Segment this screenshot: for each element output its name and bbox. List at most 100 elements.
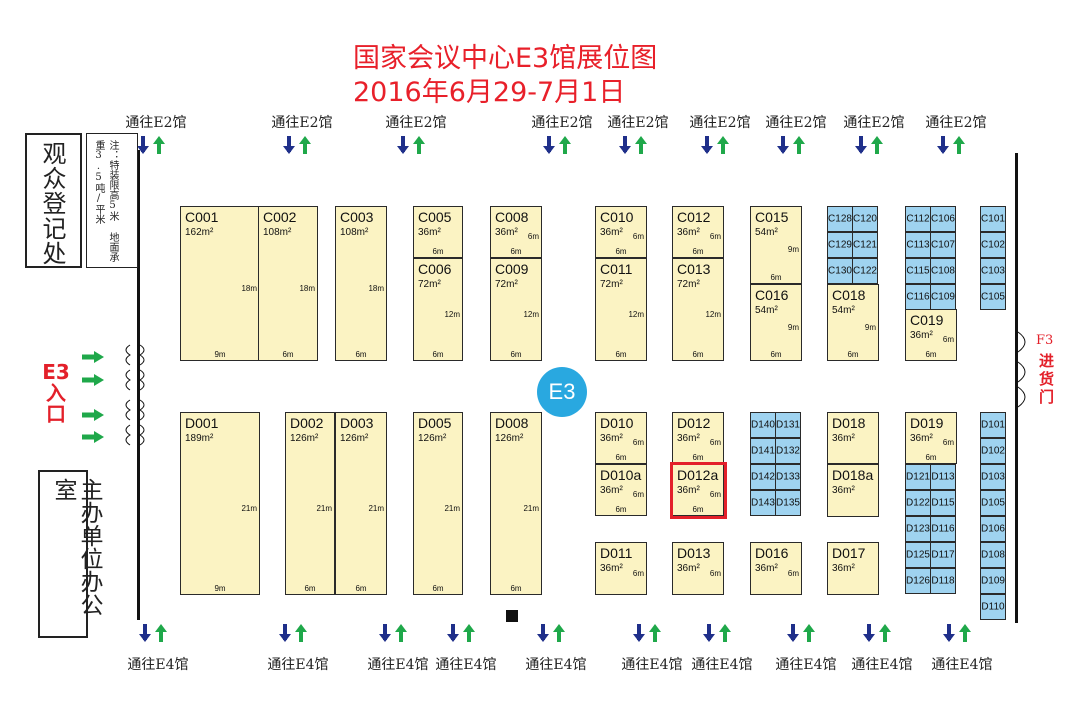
booth-d142[interactable]: D142: [750, 464, 776, 490]
booth-c109[interactable]: C109: [930, 284, 956, 310]
booth-d118[interactable]: D118: [930, 568, 956, 594]
visitor-registration-box: 观众登记处: [25, 133, 82, 268]
booth-code: D008: [495, 415, 529, 431]
booth-d116[interactable]: D116: [930, 516, 956, 542]
booth-d101[interactable]: D101: [980, 412, 1006, 438]
booth-d105[interactable]: D105: [980, 490, 1006, 516]
booth-d132[interactable]: D132: [775, 438, 801, 464]
booth-d143[interactable]: D143: [750, 490, 776, 516]
booth-d121[interactable]: D121: [905, 464, 931, 490]
booth-d133[interactable]: D133: [775, 464, 801, 490]
booth-c112[interactable]: C112: [905, 206, 931, 232]
booth-depth: 18m: [299, 283, 315, 293]
booth-c103[interactable]: C103: [980, 258, 1006, 284]
booth-d115[interactable]: D115: [930, 490, 956, 516]
organizer-office-box: 主办单位办公室: [38, 470, 102, 638]
booth-code: C008: [495, 209, 529, 225]
booth-c107[interactable]: C107: [930, 232, 956, 258]
booth-c105[interactable]: C105: [980, 284, 1006, 310]
booth-d125[interactable]: D125: [905, 542, 931, 568]
booth-c130[interactable]: C130: [827, 258, 853, 284]
booth-area: 54m²: [755, 305, 778, 316]
booth-width: 6m: [282, 350, 294, 359]
booth-d122[interactable]: D122: [905, 490, 931, 516]
gate-to-e2: 通往E2馆: [110, 112, 202, 164]
booth-d102[interactable]: D102: [980, 438, 1006, 464]
booth-width: 6m: [692, 350, 704, 359]
booth-d106[interactable]: D106: [980, 516, 1006, 542]
booth-c115[interactable]: C115: [905, 258, 931, 284]
booth-depth: 12m: [628, 309, 644, 319]
booth-c113[interactable]: C113: [905, 232, 931, 258]
booth-c121[interactable]: C121: [852, 232, 878, 258]
booth-d126[interactable]: D126: [905, 568, 931, 594]
booth-c102[interactable]: C102: [980, 232, 1006, 258]
gate-label: 通往E2馆: [125, 115, 187, 131]
booth-c120[interactable]: C120: [852, 206, 878, 232]
booth-width: 6m: [925, 350, 937, 359]
booth-d123[interactable]: D123: [905, 516, 931, 542]
booth-d110[interactable]: D110: [980, 594, 1006, 620]
arrows-icon: [444, 622, 478, 644]
booth-c106[interactable]: C106: [930, 206, 956, 232]
gate-label: 通往E4馆: [775, 657, 837, 673]
booth-c116[interactable]: C116: [905, 284, 931, 310]
booth-d103[interactable]: D103: [980, 464, 1006, 490]
booth-d140[interactable]: D140: [750, 412, 776, 438]
booth-c101[interactable]: C101: [980, 206, 1006, 232]
booth-code: D103: [981, 471, 1005, 483]
booth-d113[interactable]: D113: [930, 464, 956, 490]
booth-width: 9m: [214, 584, 226, 593]
booth-code: D115: [931, 497, 955, 509]
booth-d108[interactable]: D108: [980, 542, 1006, 568]
booth-code: C102: [981, 239, 1005, 251]
booth-code: D140: [751, 419, 775, 431]
gate-to-e4: 通往E4馆: [112, 622, 204, 674]
booth-c128[interactable]: C128: [827, 206, 853, 232]
booth-depth: 21m: [241, 503, 257, 513]
booth-c122[interactable]: C122: [852, 258, 878, 284]
booth-depth: 12m: [705, 309, 721, 319]
booth-width: 6m: [355, 584, 367, 593]
highlight-d012a: [670, 462, 727, 519]
booth-c129[interactable]: C129: [827, 232, 853, 258]
booth-d109[interactable]: D109: [980, 568, 1006, 594]
booth-code: D003: [340, 415, 374, 431]
booth-c108[interactable]: C108: [930, 258, 956, 284]
booth-d131[interactable]: D131: [775, 412, 801, 438]
booth-d141[interactable]: D141: [750, 438, 776, 464]
booth-d135[interactable]: D135: [775, 490, 801, 516]
booth-d117[interactable]: D117: [930, 542, 956, 568]
